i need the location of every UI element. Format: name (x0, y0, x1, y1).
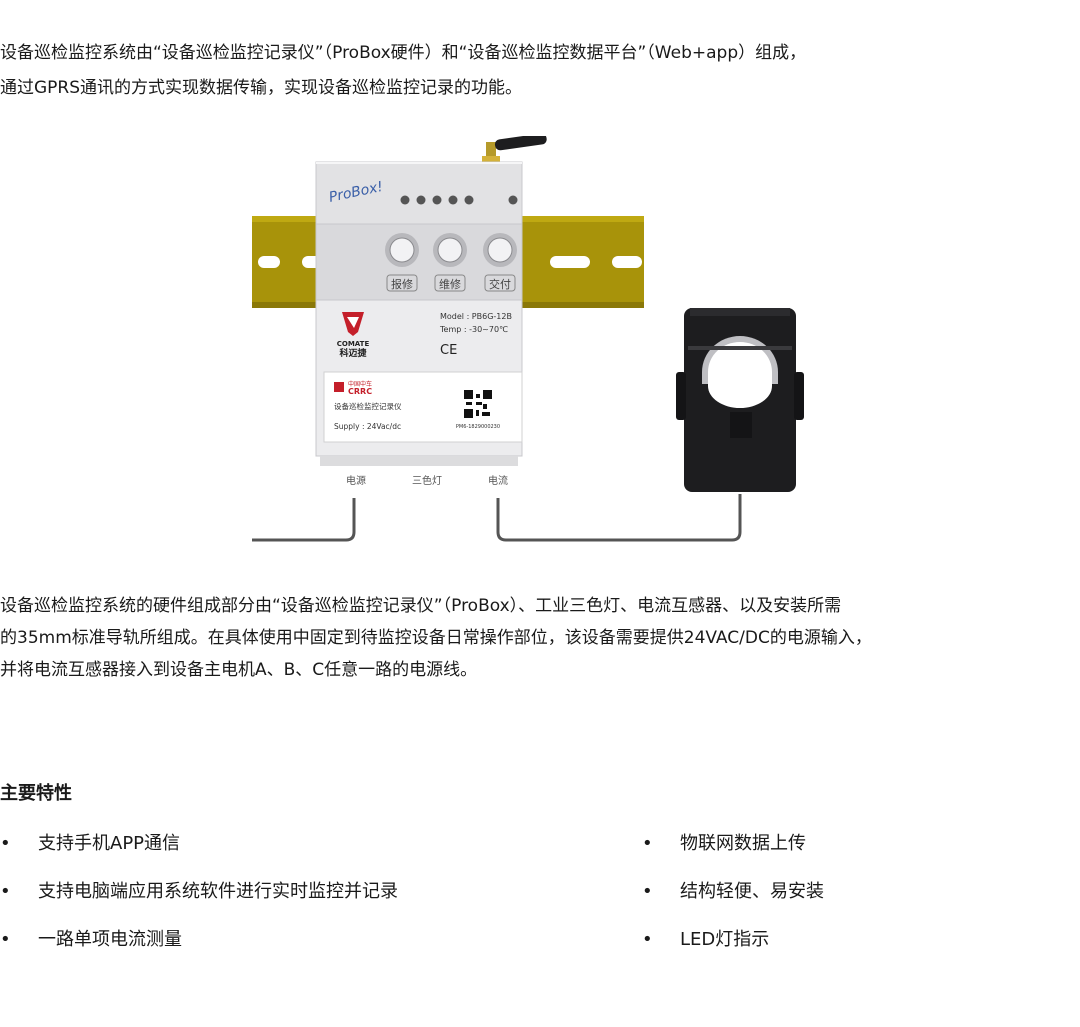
current-wire (496, 494, 742, 542)
product-figure: ProBox! 报修 维修 交付 (252, 136, 804, 542)
feature-text: 支持手机APP通信 (38, 833, 181, 854)
list-item: • 支持电脑端应用系统软件进行实时监控并记录 (0, 874, 398, 922)
report-button-label: 报修 (391, 277, 413, 291)
list-item: • 一路单项电流测量 (0, 922, 398, 970)
repair-button[interactable]: 维修 (433, 233, 467, 292)
qr-code-icon (464, 390, 492, 418)
bullet-icon: • (642, 929, 653, 950)
intro-line-1: 设备巡检监控系统由“设备巡检监控记录仪”（ProBox硬件）和“设备巡检监控数据… (0, 43, 807, 63)
probox-device: ProBox! 报修 维修 交付 (315, 161, 523, 466)
hardware-description-paragraph: 设备巡检监控系统的硬件组成部分由“设备巡检监控记录仪”（ProBox）、工业三色… (0, 590, 1080, 686)
antenna (482, 136, 547, 164)
bullet-icon: • (0, 881, 11, 902)
port-label-current: 电流 (488, 474, 508, 487)
brand-en: COMATE (337, 340, 370, 348)
port-label-power: 电源 (346, 474, 366, 487)
report-button[interactable]: 报修 (385, 233, 419, 292)
bullet-icon: • (642, 881, 653, 902)
crrc-cn: 中国中车 (348, 380, 372, 388)
deliver-button-label: 交付 (489, 277, 511, 291)
supply-text: Supply : 24Vac/dc (334, 422, 401, 431)
list-item: • 物联网数据上传 (642, 826, 824, 874)
feature-text: 支持电脑端应用系统软件进行实时监控并记录 (38, 881, 398, 902)
model-text: Model : PB6G-12B (440, 312, 512, 321)
bullet-icon: • (0, 833, 11, 854)
list-item: • 结构轻便、易安装 (642, 874, 824, 922)
intro-paragraph: 设备巡检监控系统由“设备巡检监控记录仪”（ProBox硬件）和“设备巡检监控数据… (0, 36, 1080, 106)
deliver-button[interactable]: 交付 (483, 233, 517, 292)
bullet-icon: • (0, 929, 11, 950)
feature-text: 结构轻便、易安装 (680, 881, 824, 902)
current-sensor (676, 308, 804, 492)
repair-button-label: 维修 (439, 277, 461, 291)
features-list-right: • 物联网数据上传 • 结构轻便、易安装 • LED灯指示 (642, 826, 824, 970)
feature-text: LED灯指示 (680, 929, 770, 950)
crrc-en: CRRC (348, 387, 372, 396)
brand-cn: 科迈捷 (339, 347, 367, 359)
label-device-name: 设备巡检监控记录仪 (334, 401, 402, 411)
desc-line-3: 并将电流互感器接入到设备主电机A、B、C任意一路的电源线。 (0, 660, 478, 680)
serial-text: PM6-1829000230 (456, 424, 500, 430)
intro-line-2: 通过GPRS通讯的方式实现数据传输，实现设备巡检监控记录的功能。 (0, 78, 523, 98)
power-wire (252, 498, 356, 542)
ce-mark: CE (440, 343, 457, 358)
features-list-left: • 支持手机APP通信 • 支持电脑端应用系统软件进行实时监控并记录 • 一路单… (0, 826, 398, 970)
comate-logo: COMATE 科迈捷 (337, 312, 370, 359)
bullet-icon: • (642, 833, 653, 854)
port-label-tricolor-light: 三色灯 (412, 474, 442, 487)
list-item: • 支持手机APP通信 (0, 826, 398, 874)
feature-text: 物联网数据上传 (680, 833, 806, 854)
feature-text: 一路单项电流测量 (38, 929, 182, 950)
temp-text: Temp : -30~70℃ (439, 325, 508, 334)
features-heading: 主要特性 (0, 783, 72, 804)
desc-line-2: 的35mm标准导轨所组成。在具体使用中固定到待监控设备日常操作部位，该设备需要提… (0, 628, 872, 648)
led-indicators (400, 195, 518, 205)
list-item: • LED灯指示 (642, 922, 824, 970)
desc-line-1: 设备巡检监控系统的硬件组成部分由“设备巡检监控记录仪”（ProBox）、工业三色… (0, 596, 842, 616)
product-label: 中国中车 CRRC 设备巡检监控记录仪 Supply : 24Vac/dc PM… (323, 371, 523, 443)
